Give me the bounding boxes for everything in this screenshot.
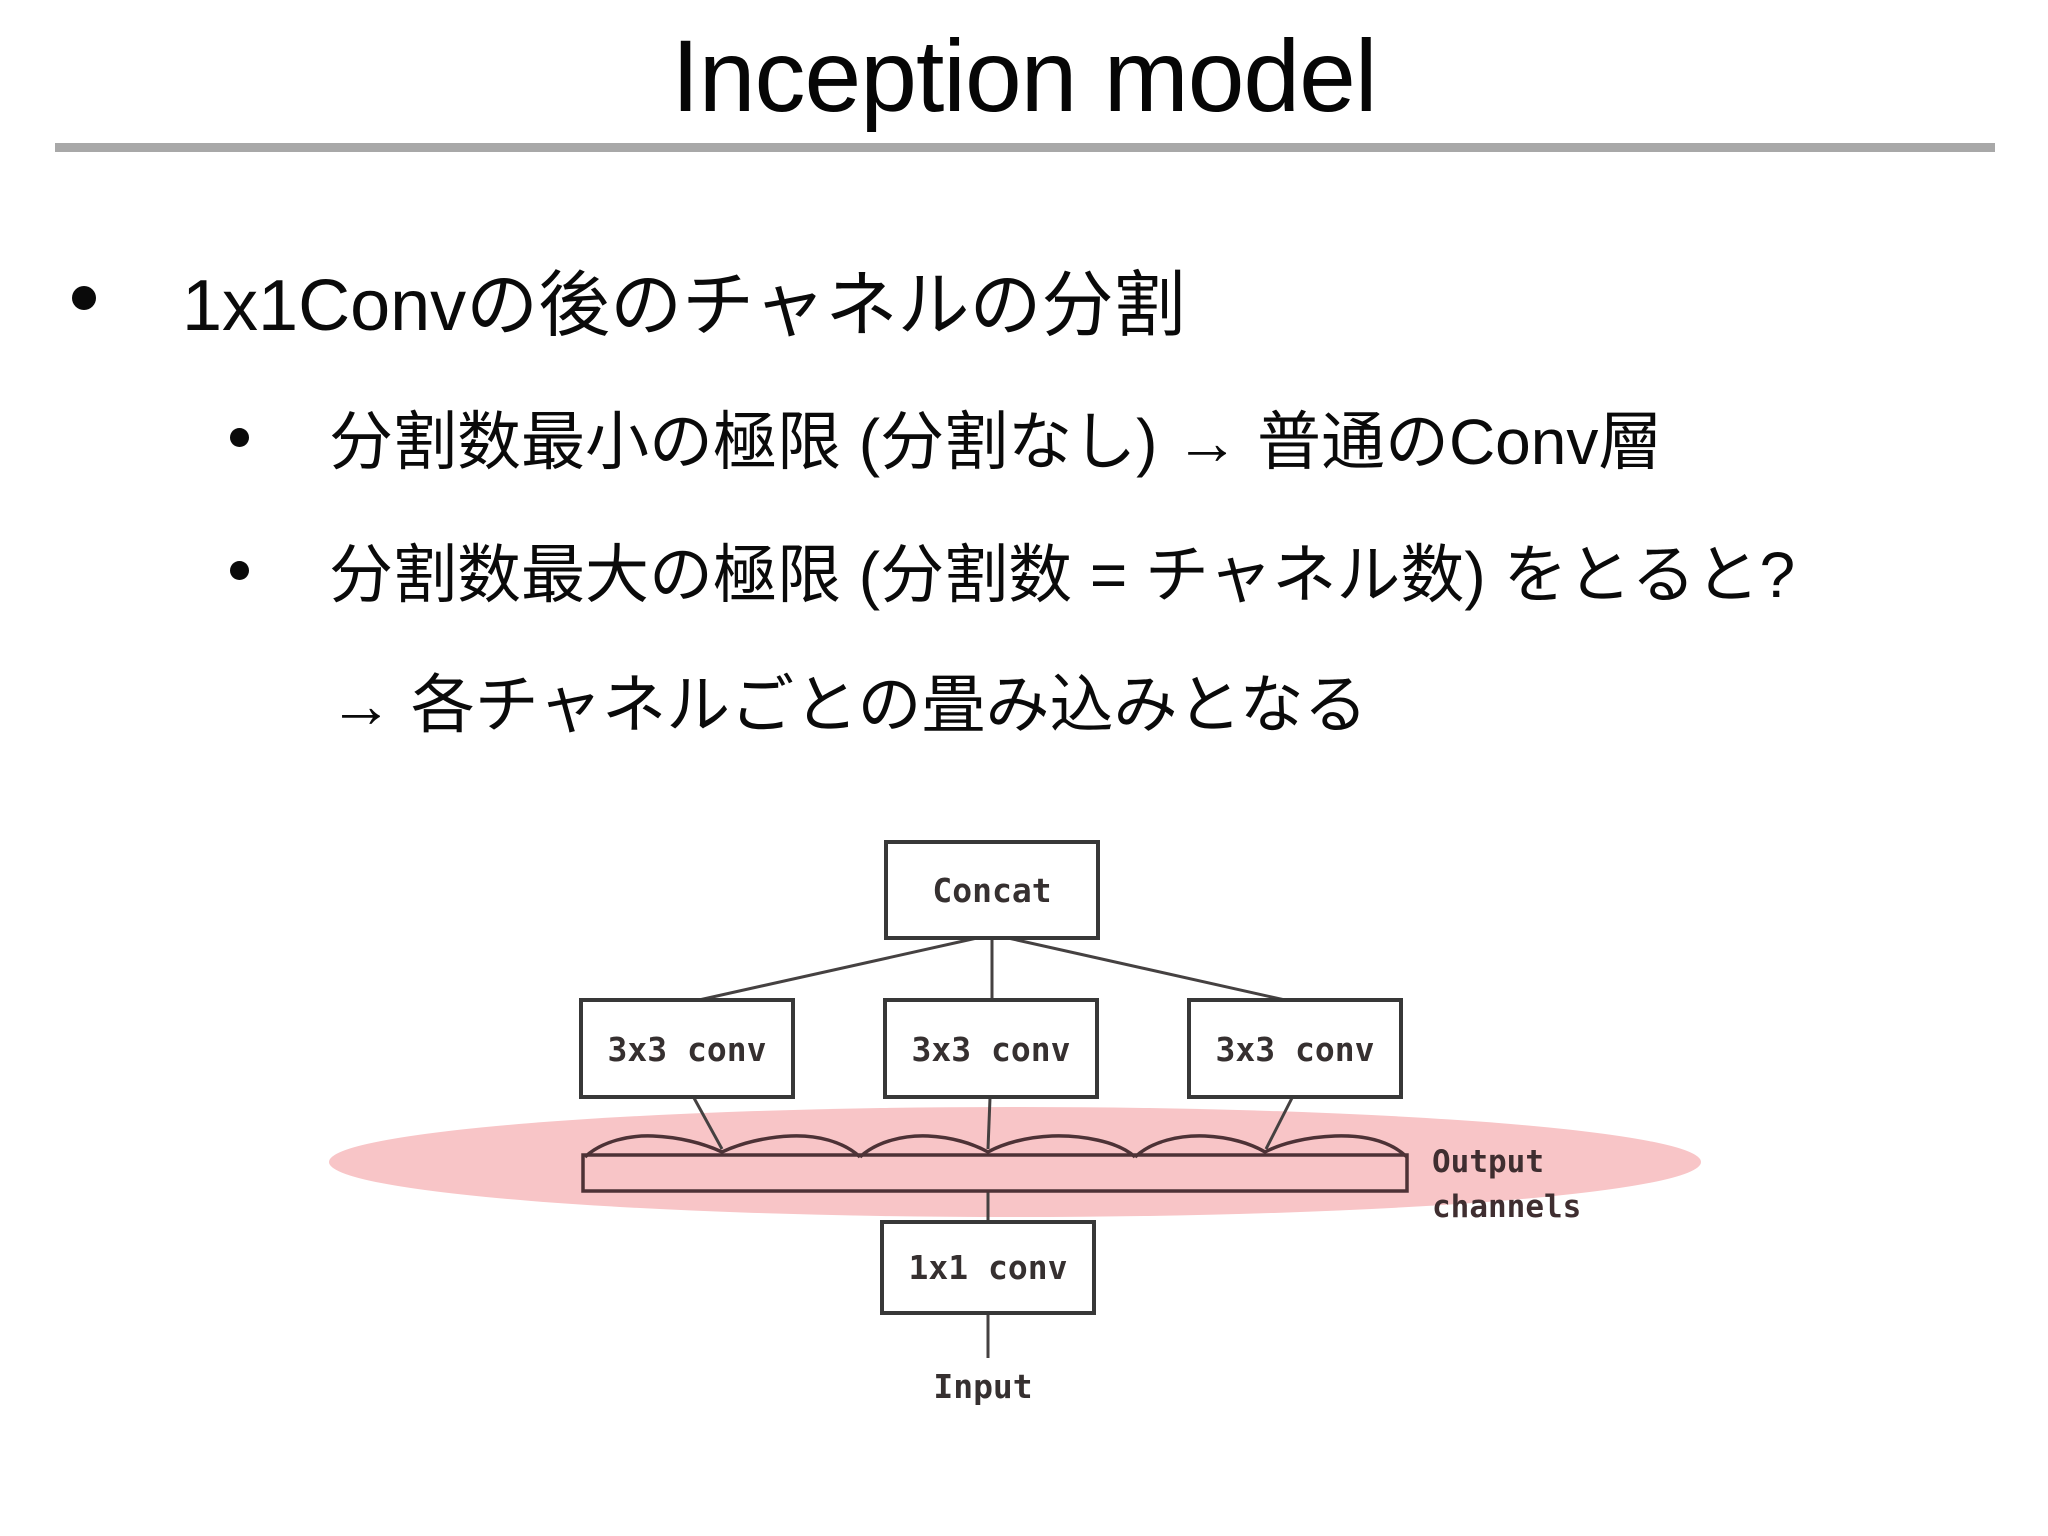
connector-line bbox=[1264, 1097, 1294, 1150]
connector-line bbox=[692, 1097, 724, 1150]
bullet-dot bbox=[230, 560, 249, 580]
bullet-dot bbox=[230, 427, 249, 447]
bullet-item-2: 分割数最小の極限 (分割なし) → 普通のConv層 bbox=[230, 395, 1662, 479]
conv1x1-box bbox=[880, 1220, 1096, 1315]
concat-label: Concat bbox=[932, 871, 1051, 910]
conv3x3-label-mid: 3x3 conv bbox=[912, 1030, 1071, 1069]
conv3x3-box-right bbox=[1187, 998, 1403, 1099]
connector-line bbox=[1007, 936, 1295, 1004]
connector-line bbox=[986, 1097, 992, 1150]
output-channels-bar bbox=[581, 1153, 1409, 1193]
bullet-item-3-continuation: → 各チャネルごとの畳み込みとなる bbox=[329, 658, 1368, 742]
output-channels-label-line1: Output bbox=[1432, 1144, 1544, 1180]
conv3x3-label-left: 3x3 conv bbox=[608, 1030, 767, 1069]
bullet-item-1: 1x1Convの後のチャネルの分割 bbox=[72, 253, 1185, 346]
bullet-item-3: 分割数最大の極限 (分割数 = チャネル数) をとると? bbox=[230, 528, 1795, 612]
conv3x3-label-right: 3x3 conv bbox=[1216, 1030, 1375, 1069]
input-label: Input bbox=[933, 1367, 1032, 1406]
bullet-text: → 各チャネルごとの畳み込みとなる bbox=[329, 669, 1368, 741]
connector-line bbox=[689, 936, 978, 1004]
output-channels-label-line2: channels bbox=[1432, 1189, 1581, 1225]
concat-box bbox=[884, 840, 1100, 940]
output-channels-label: Output channels bbox=[1432, 1144, 1581, 1225]
bullet-text: 分割数最小の極限 (分割なし) → 普通のConv層 bbox=[329, 406, 1663, 478]
channel-split-brace bbox=[1133, 1134, 1409, 1159]
bullet-dot bbox=[72, 286, 96, 310]
bullet-text: 1x1Convの後のチャネルの分割 bbox=[182, 265, 1186, 346]
bullet-text: 分割数最大の極限 (分割数 = チャネル数) をとると? bbox=[329, 539, 1796, 611]
title-divider bbox=[55, 143, 1995, 152]
slide-title: Inception model bbox=[671, 19, 1377, 133]
conv3x3-box-left bbox=[579, 998, 795, 1099]
channel-split-brace bbox=[858, 1134, 1137, 1159]
conv3x3-box-mid bbox=[883, 998, 1099, 1099]
channel-split-brace bbox=[583, 1134, 862, 1159]
conv1x1-label: 1x1 conv bbox=[909, 1248, 1068, 1287]
